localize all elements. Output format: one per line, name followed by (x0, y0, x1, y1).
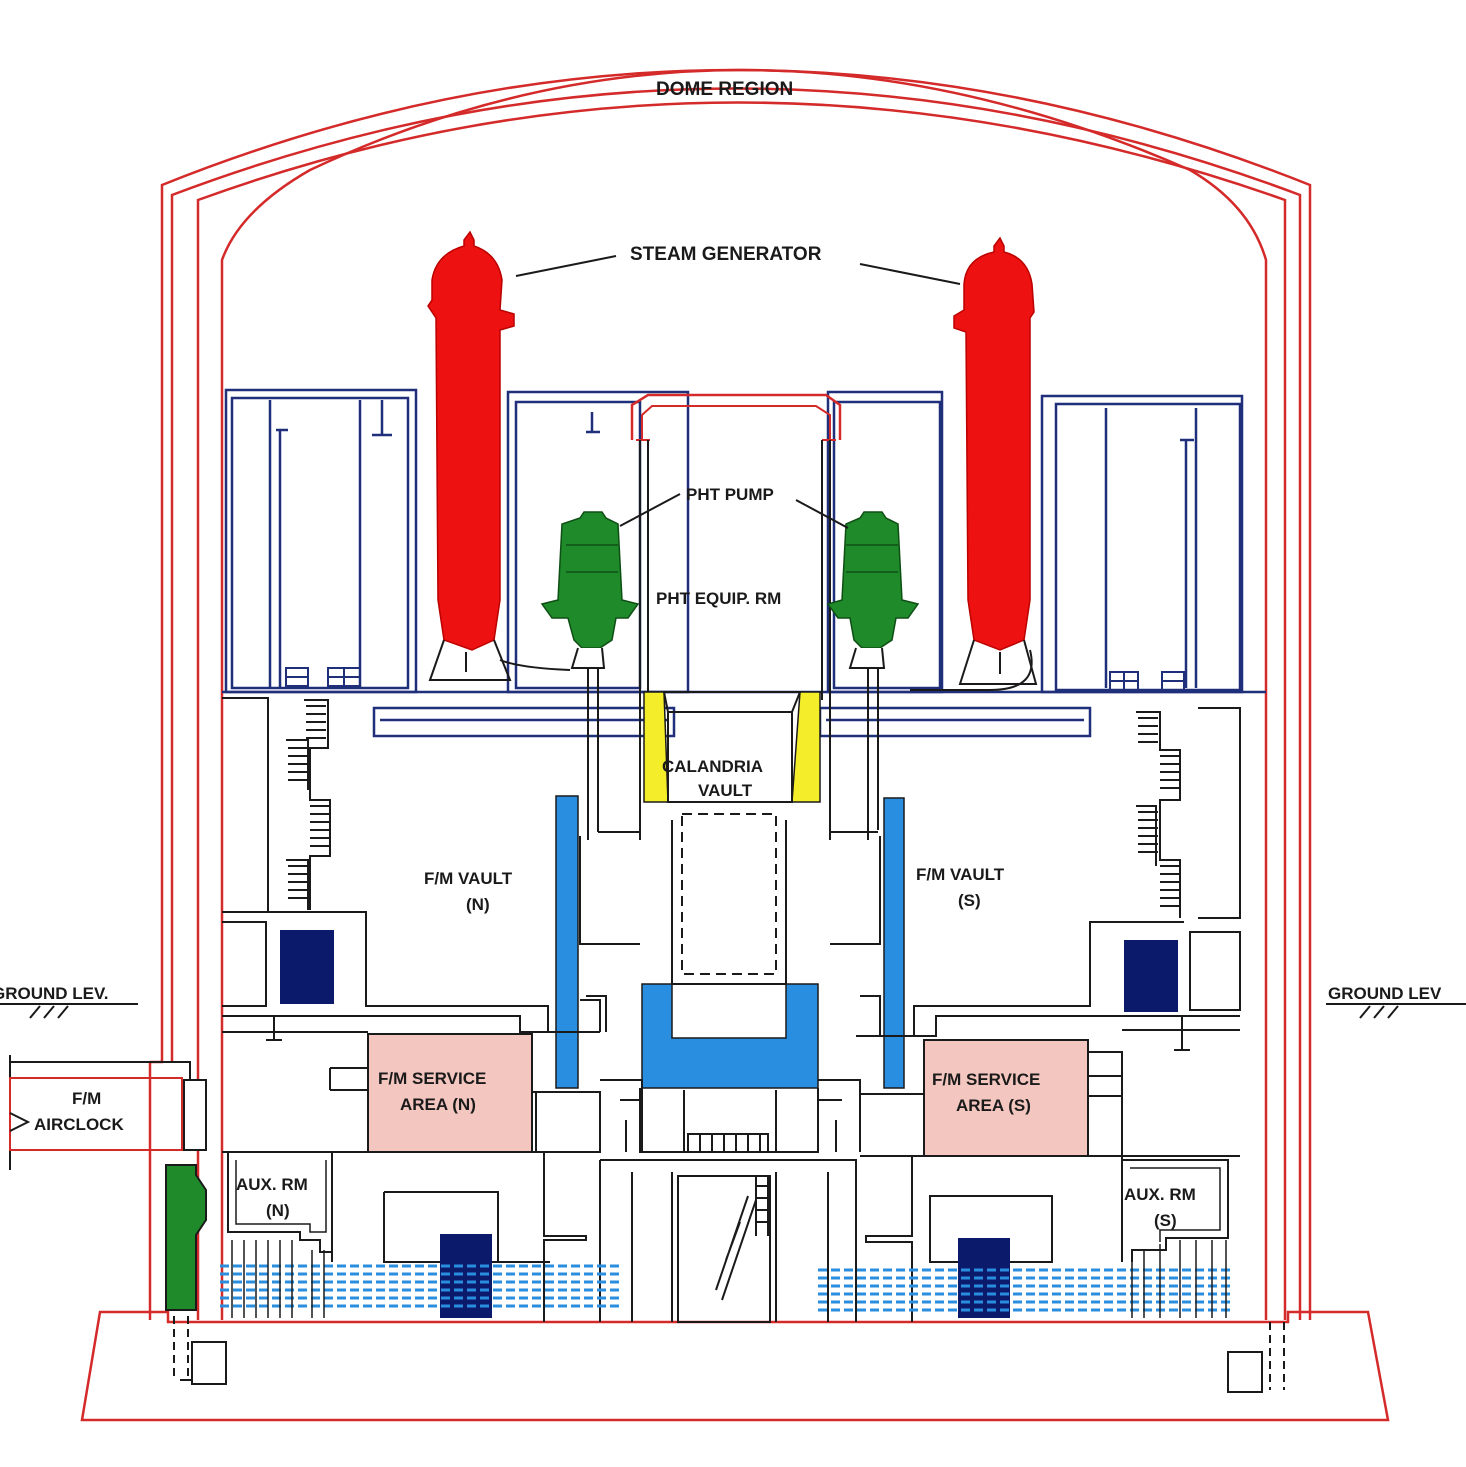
blue-column-left (555, 795, 579, 1089)
fm-vault-s-label-1: F/M VAULT (916, 865, 1005, 884)
pht-equip-room-frame (630, 393, 842, 840)
water-left (220, 1264, 620, 1308)
ground-level-right-label: GROUND LEV (1328, 984, 1442, 1003)
upper-framework (222, 388, 1266, 738)
fm-service-s-label-1: F/M SERVICE (932, 1070, 1040, 1089)
steam-generator-label-group: STEAM GENERATOR (515, 244, 961, 285)
fm-service-area-s: F/M SERVICE AREA (S) (923, 1039, 1089, 1157)
door-left-upper (280, 930, 334, 1004)
ground-level-left-label: GROUND LEV. (0, 984, 109, 1003)
pht-pump-right (826, 511, 920, 669)
steam-generator-label: STEAM GENERATOR (630, 244, 822, 265)
fm-vault-n-label-2: (N) (466, 895, 490, 914)
aux-room-n: AUX. RM (N) (227, 1152, 333, 1253)
sump-right (1227, 1322, 1285, 1393)
fm-service-n-label-2: AREA (N) (400, 1095, 476, 1114)
pht-equip-room-label: PHT EQUIP. RM (656, 589, 781, 608)
door-left-lower (440, 1234, 492, 1318)
water-pilings (231, 1240, 1227, 1318)
feeder-pipes (499, 649, 1033, 840)
ground-level-right: GROUND LEV (1326, 984, 1466, 1019)
pht-pump-label: PHT PUMP (686, 485, 774, 504)
fm-airclock: F/M AIRCLOCK (9, 1055, 207, 1170)
pht-pump-label-group: PHT PUMP (619, 485, 849, 529)
door-right-upper (1124, 940, 1178, 1012)
calandria-water-pool (641, 983, 819, 1089)
blue-column-right (883, 797, 905, 1089)
aux-room-n-label-2: (N) (266, 1201, 290, 1220)
fm-service-n-label-1: F/M SERVICE (378, 1069, 486, 1088)
fm-vault-n-label-1: F/M VAULT (424, 869, 513, 888)
fm-vault-s-label-2: (S) (958, 891, 981, 910)
steam-generator-right (953, 236, 1038, 685)
left-green-shaft (165, 1164, 207, 1311)
fm-airclock-label-1: F/M (72, 1089, 101, 1108)
calandria-vault-label-2: VAULT (698, 781, 753, 800)
stair-treads (288, 705, 1180, 907)
sump-left (173, 1316, 227, 1385)
water-right (818, 1268, 1234, 1312)
pht-pump-left (540, 511, 640, 669)
aux-room-s-label-1: AUX. RM (1124, 1185, 1196, 1204)
ground-level-left: GROUND LEV. (0, 984, 138, 1019)
calandria-vault: CALANDRIA VAULT (643, 691, 821, 985)
fm-airclock-label-2: AIRCLOCK (34, 1115, 124, 1134)
aux-room-s: AUX. RM (S) (1122, 1159, 1229, 1262)
calandria-vault-label-1: CALANDRIA (662, 757, 763, 776)
steam-generator-left (427, 230, 515, 681)
dome-region-label: DOME REGION (656, 79, 793, 100)
containment-structure (80, 68, 1390, 1422)
fm-service-s-label-2: AREA (S) (956, 1096, 1031, 1115)
lower-walls (222, 697, 1241, 1051)
fm-service-area-n: F/M SERVICE AREA (N) (367, 1033, 533, 1153)
aux-room-n-label-1: AUX. RM (236, 1175, 308, 1194)
frame-grid-boxes (285, 667, 1185, 691)
central-ladder (715, 1176, 769, 1301)
aux-room-s-label-2: (S) (1154, 1211, 1177, 1230)
